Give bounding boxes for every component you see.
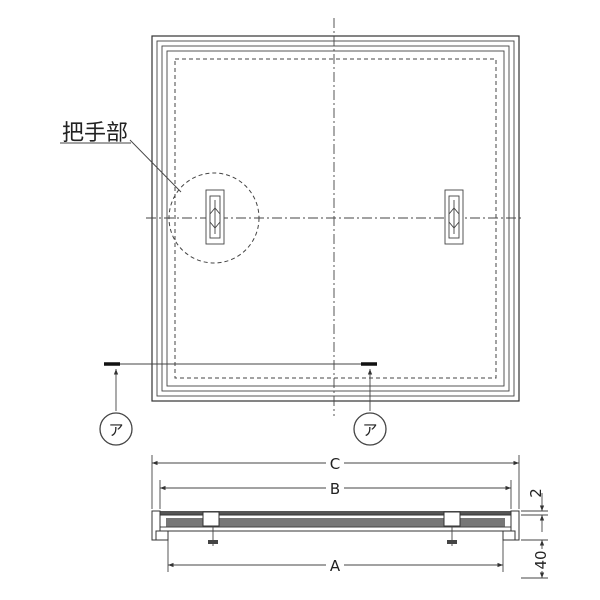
section-mark-left: [99, 412, 133, 446]
handle-left: [205, 189, 225, 245]
section-mark-left-label: ア: [108, 421, 123, 439]
handle-callout-leader: [129, 139, 182, 193]
frame-inner-1: [156, 40, 515, 397]
section-view: C B A: [151, 452, 550, 579]
hidden-edge: [174, 58, 497, 379]
handle-part-label: 把手部: [62, 121, 128, 146]
lid-outline: [166, 50, 505, 387]
dim-flange-label: 2: [527, 488, 545, 498]
frame-inner-2: [161, 45, 510, 392]
outer-frame: [151, 35, 520, 402]
plan-view: 把手部 ア ア: [60, 18, 524, 446]
frame-flange: [152, 511, 519, 515]
handle-detail-circle: [168, 172, 260, 264]
section-mark-right-label: ア: [362, 421, 377, 439]
section-handle-left: [202, 511, 220, 546]
section-handle-right: [443, 511, 461, 546]
dim-a-label: A: [330, 557, 341, 575]
handle-right: [444, 189, 464, 245]
lid-fill: [166, 518, 505, 527]
dim-b-label: B: [330, 480, 340, 498]
dim-depth-label: 40: [532, 550, 550, 569]
section-mark-right: [353, 412, 387, 446]
dim-c-label: C: [330, 455, 340, 473]
